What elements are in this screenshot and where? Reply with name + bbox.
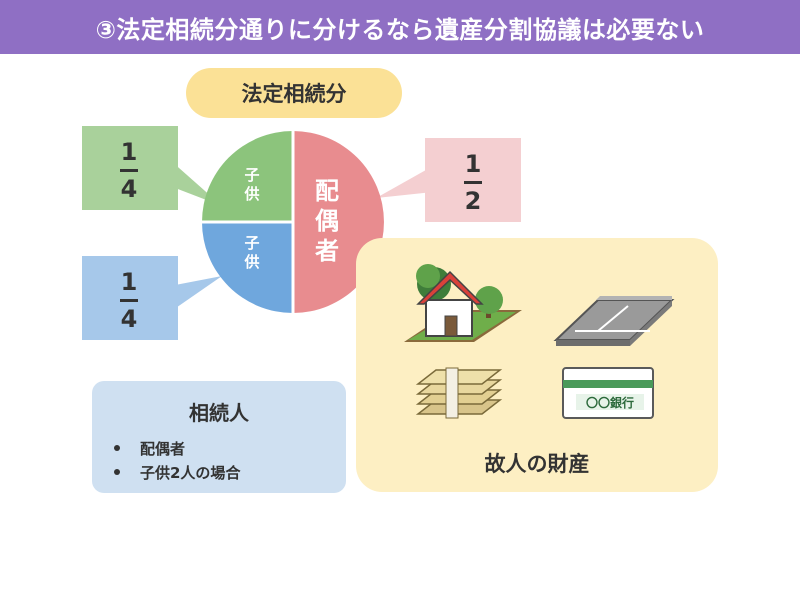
- house-icon: [404, 264, 522, 342]
- fraction-denominator: 4: [120, 305, 138, 333]
- legal-share-pill: 法定相続分: [186, 68, 402, 118]
- pie-slice-child-top: [202, 131, 293, 222]
- estate-label: 故人の財産: [484, 452, 590, 476]
- callout-spouse: [376, 138, 521, 222]
- list-item: 配偶者: [114, 436, 240, 460]
- fraction-numerator: 1: [120, 138, 138, 166]
- fraction-bar: [120, 299, 138, 302]
- cash-bundle-icon: [415, 367, 503, 419]
- bullet-icon: [114, 469, 120, 475]
- slice-label-child-bottom: 子供: [244, 234, 260, 271]
- fraction-bar: [464, 181, 482, 184]
- fraction-numerator: 1: [464, 150, 482, 178]
- bankbook-text: 〇〇銀行: [586, 395, 634, 410]
- slice-label-spouse: 配偶者: [315, 177, 339, 265]
- list-item: 子供2人の場合: [114, 460, 240, 484]
- fraction-denominator: 4: [120, 175, 138, 203]
- heirs-list: 配偶者 子供2人の場合: [114, 436, 240, 484]
- bullet-icon: [114, 445, 120, 451]
- fraction-child-bottom: 1 4: [120, 270, 138, 331]
- heirs-title: 相続人: [189, 401, 249, 425]
- heirs-panel: 相続人 配偶者 子供2人の場合: [92, 381, 346, 493]
- heir-item-label: 配偶者: [140, 439, 186, 458]
- page-title: ③法定相続分通りに分けるなら遺産分割協議は必要ない: [0, 0, 800, 54]
- land-icon: [553, 296, 675, 346]
- fraction-numerator: 1: [120, 268, 138, 296]
- fraction-denominator: 2: [464, 187, 482, 215]
- slice-label-child-top: 子供: [244, 166, 260, 203]
- fraction-spouse: 1 2: [464, 152, 482, 213]
- bankbook-icon: 〇〇銀行: [562, 367, 654, 419]
- pie-slice-child-bottom: [202, 222, 293, 313]
- fraction-bar: [120, 169, 138, 172]
- heir-item-label: 子供2人の場合: [140, 463, 241, 482]
- fraction-child-top: 1 4: [120, 140, 138, 201]
- callout-child-top: [82, 126, 222, 210]
- estate-panel: [356, 238, 718, 492]
- callout-child-bottom: [82, 256, 222, 340]
